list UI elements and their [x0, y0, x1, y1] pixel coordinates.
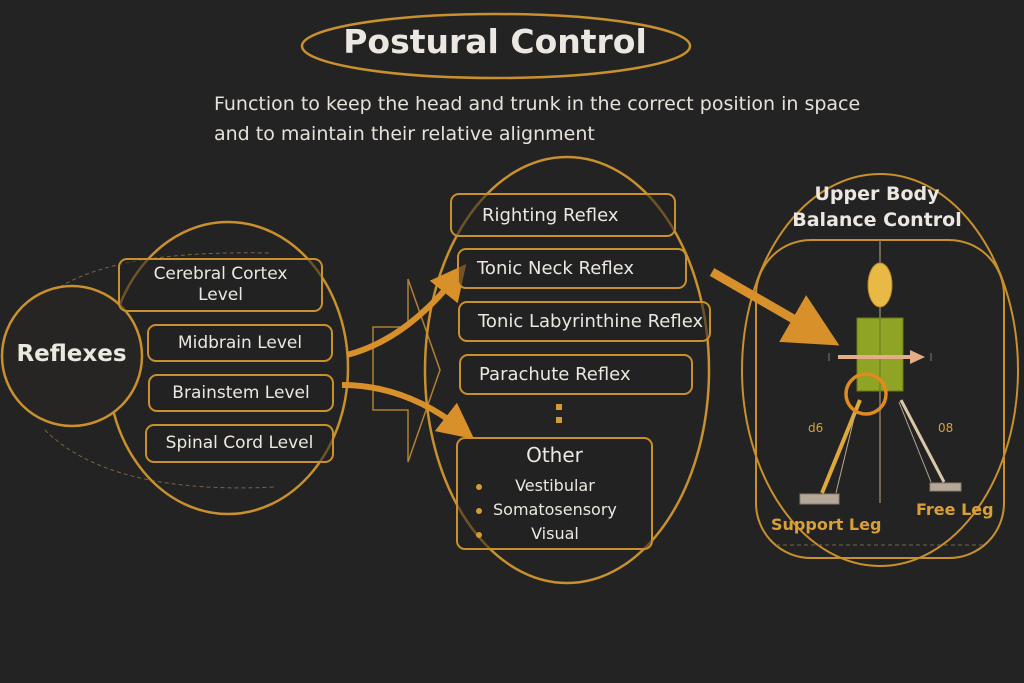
- free-leg-label: Free Leg: [916, 500, 994, 519]
- level-brainstem: Brainstem Level: [148, 374, 334, 412]
- reflex-types-ellipse: [423, 155, 711, 585]
- support-foot: [799, 493, 840, 505]
- balance-title-line: Balance Control: [792, 209, 962, 231]
- reflex-parachute: Parachute Reflex: [459, 354, 693, 395]
- free-leg-thin: [898, 401, 932, 483]
- balance-outer-ellipse: [741, 173, 1019, 567]
- other-item: Somatosensory: [476, 498, 617, 522]
- other-list: Vestibular Somatosensory Visual: [476, 474, 617, 546]
- ellipsis-dot: [556, 417, 562, 423]
- balance-title: Upper Body Balance Control: [772, 181, 982, 233]
- lateral-shift-arrowhead: [910, 350, 925, 364]
- reflex-tonic-neck: Tonic Neck Reflex: [457, 248, 687, 289]
- balance-title-line: Upper Body: [814, 183, 940, 205]
- dashed-guide-bottom: [44, 429, 276, 489]
- description-line: Function to keep the head and trunk in t…: [214, 93, 861, 115]
- other-inputs-box: Other Vestibular Somatosensory Visual: [456, 437, 653, 550]
- other-item: Vestibular: [476, 474, 617, 498]
- arrow-to-figure: [709, 268, 840, 346]
- angle-label-right: 08: [938, 421, 954, 435]
- reflexes-label: Reflexes: [16, 341, 127, 367]
- description-line: and to maintain their relative alignment: [214, 123, 595, 145]
- angle-label-left: d6: [808, 421, 824, 435]
- level-cerebral-cortex: Cerebral Cortex Level: [118, 258, 323, 312]
- ellipsis-dot: [556, 404, 562, 410]
- support-leg-thin: [835, 409, 857, 494]
- flow-outline-arrow: [372, 278, 441, 463]
- figure-head: [867, 262, 893, 308]
- free-foot: [929, 482, 962, 492]
- center-of-mass-circle: [844, 372, 888, 416]
- reflex-righting: Righting Reflex: [450, 193, 676, 237]
- level-spinal-cord: Spinal Cord Level: [145, 424, 334, 463]
- page-title: Postural Control: [343, 22, 647, 61]
- free-leg: [899, 399, 946, 483]
- arrow-to-other: [341, 382, 475, 440]
- figure-trunk-left: [856, 317, 881, 392]
- other-item: Visual: [476, 522, 617, 546]
- reflexes-circle: [0, 284, 144, 428]
- title-ellipse: [300, 12, 692, 80]
- level-midbrain: Midbrain Level: [147, 324, 333, 362]
- reflex-tonic-labyrinthine: Tonic Labyrinthine Reflex: [458, 301, 711, 342]
- support-leg-label: Support Leg: [771, 515, 882, 534]
- support-leg: [820, 399, 862, 494]
- other-title: Other: [526, 443, 583, 467]
- arrow-to-tonic-neck: [346, 263, 467, 358]
- figure-trunk-right: [879, 317, 904, 392]
- description: Function to keep the head and trunk in t…: [214, 89, 860, 149]
